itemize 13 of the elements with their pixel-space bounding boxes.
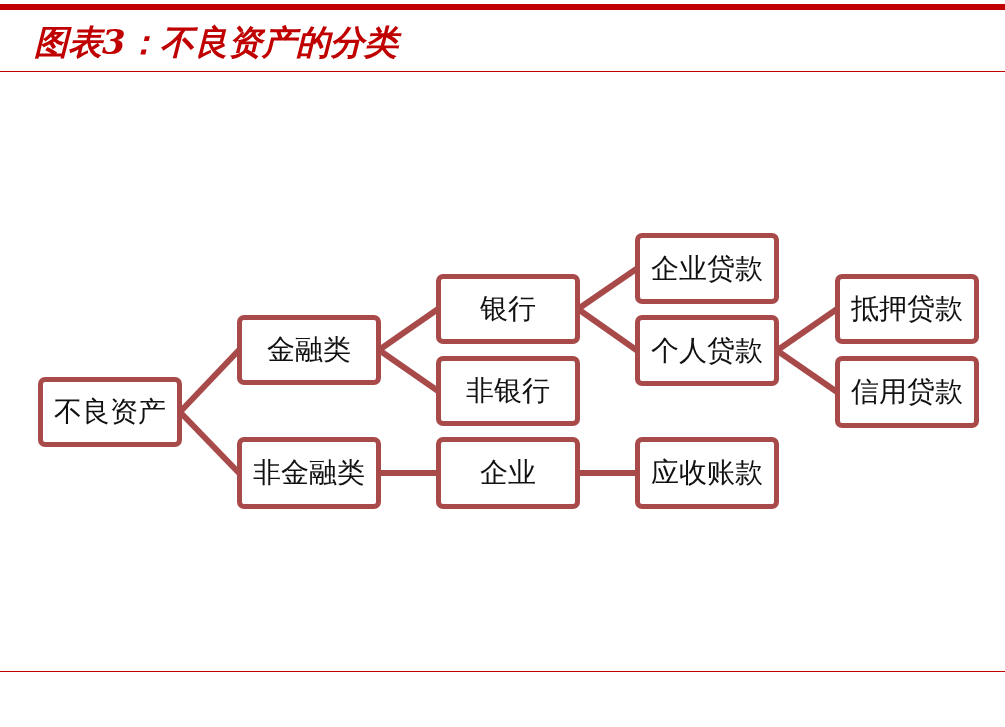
connector-line	[379, 470, 438, 476]
connector-line	[578, 470, 637, 476]
category-box: 企业贷款	[635, 233, 779, 304]
category-box: 非金融类	[237, 437, 381, 509]
category-box: 金融类	[237, 315, 381, 385]
category-box: 个人贷款	[635, 315, 779, 386]
category-box: 信用贷款	[835, 356, 979, 428]
category-box: 不良资产	[38, 377, 182, 447]
category-box: 抵押贷款	[835, 274, 979, 344]
category-box: 非银行	[436, 356, 580, 426]
category-box: 应收账款	[635, 437, 779, 509]
category-box: 企业	[436, 437, 580, 509]
category-box: 银行	[436, 274, 580, 344]
